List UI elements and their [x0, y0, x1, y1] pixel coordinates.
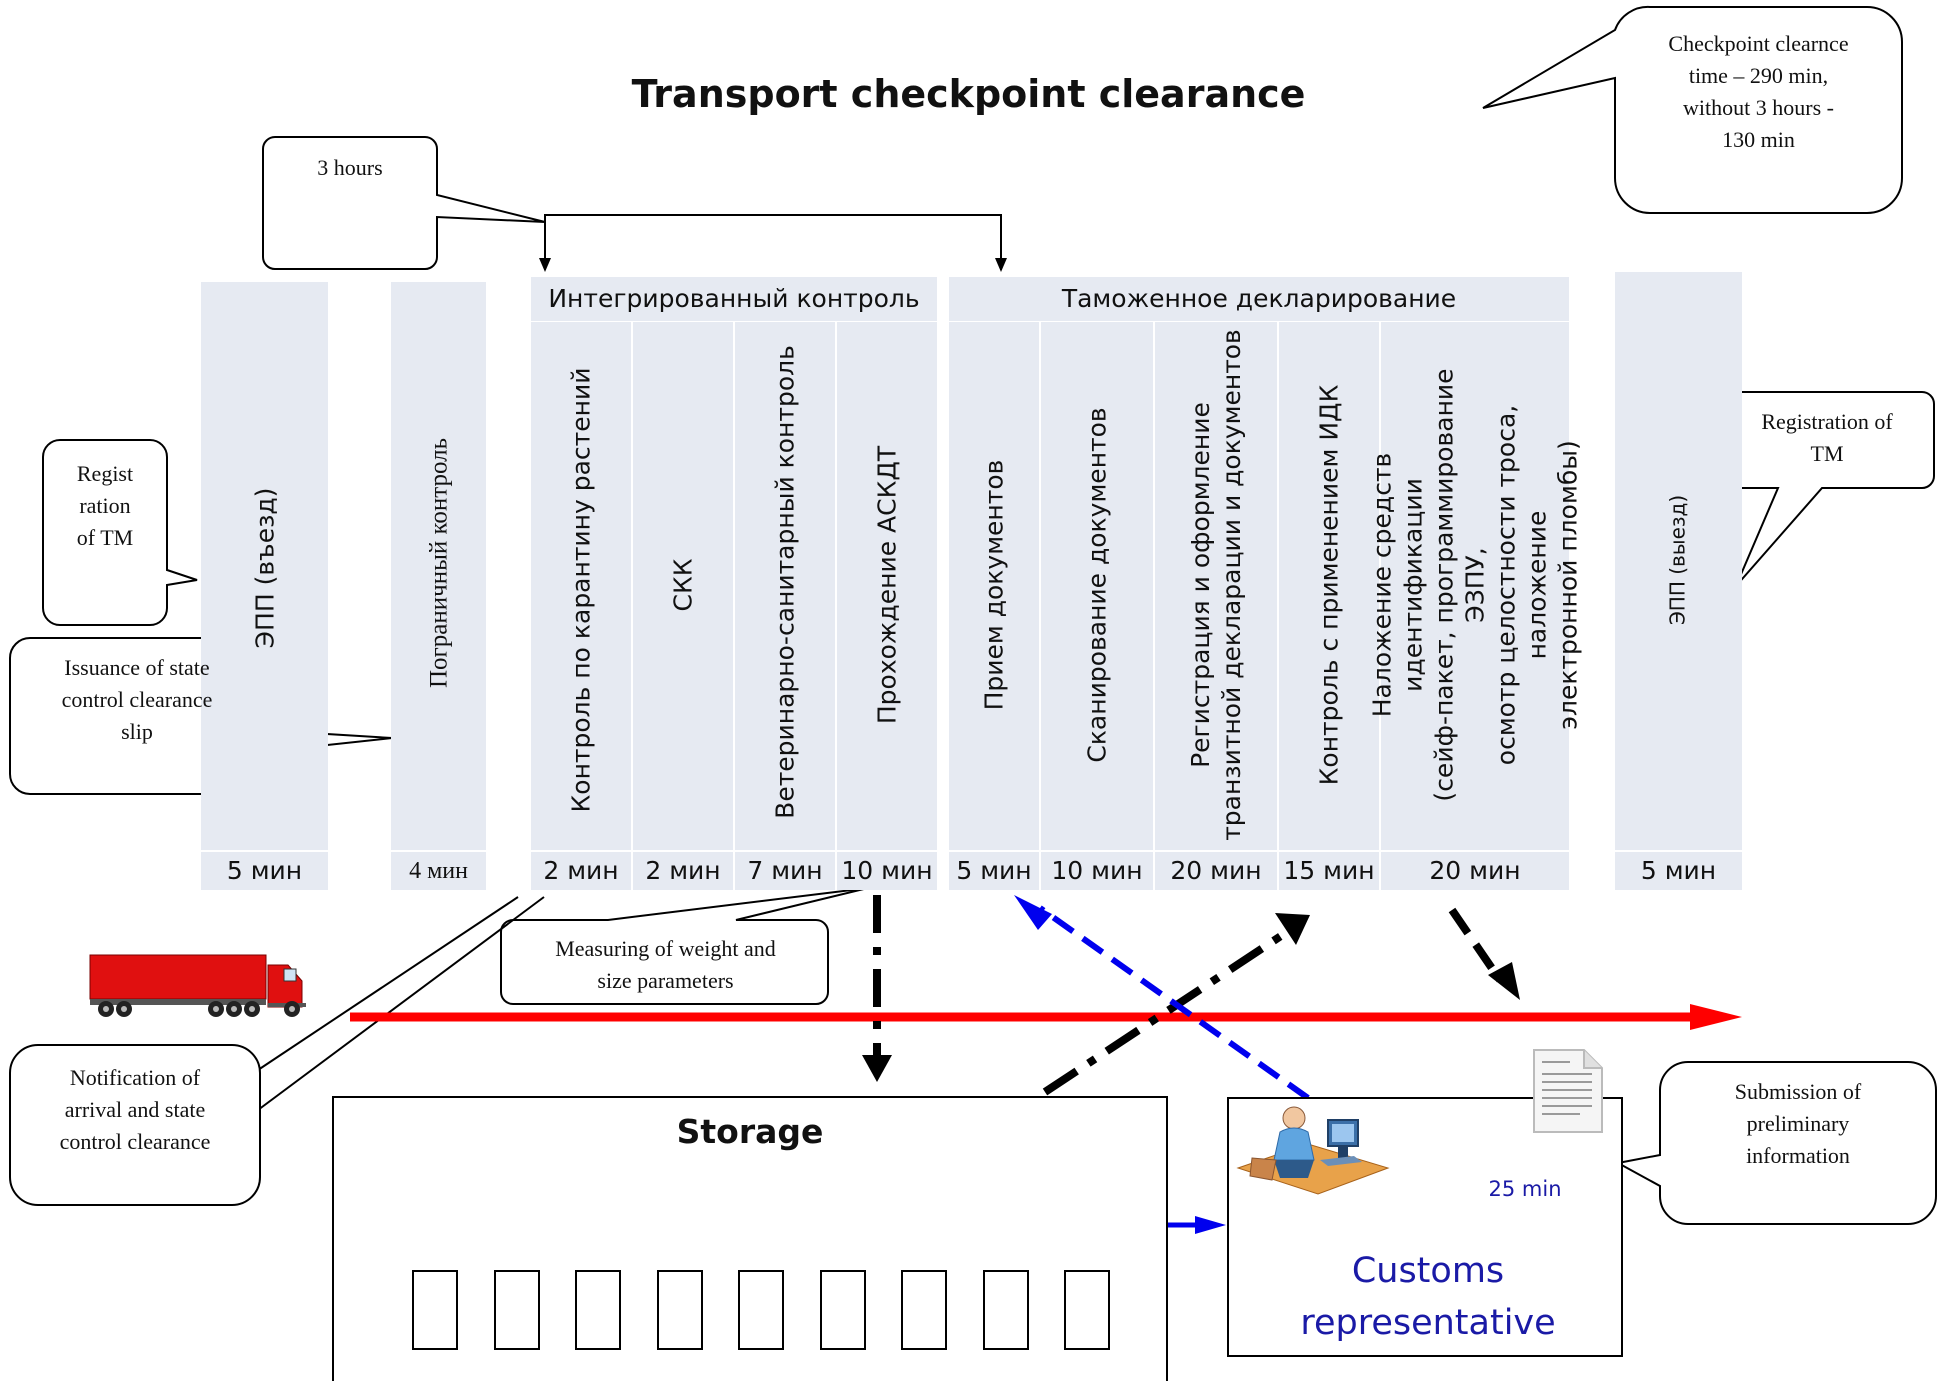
storage-title: Storage: [676, 1112, 824, 1151]
column-label-scanning: Сканирование документов: [1082, 407, 1112, 763]
column-label-askdt: Прохождение АСКДТ: [872, 445, 902, 725]
time-veterinary: 7 мин: [747, 856, 823, 885]
column-bg-documents: [949, 322, 1039, 890]
time-epp-entry: 5 мин: [226, 856, 303, 885]
customs-representative-label: Customs representative: [1300, 1251, 1556, 1343]
column-label-registration: Регистрация и оформление транзитной декл…: [1186, 329, 1246, 841]
arrow-seals-to-route: [1448, 907, 1520, 1000]
callout-three-hours: 3 hours: [317, 155, 383, 180]
time-border: 4 мин: [409, 858, 468, 884]
callout-notification: Notification of arrival and state contro…: [59, 1065, 211, 1154]
arrow-storage-to-idk: [1042, 913, 1310, 1096]
storage-slot: [412, 1270, 458, 1350]
route-arrow: [350, 1004, 1742, 1030]
column-bg-veterinary: [735, 322, 835, 890]
time-idk: 15 мин: [1283, 856, 1375, 885]
column-label-skk: СКК: [668, 558, 698, 612]
column-bg-askdt: [837, 322, 937, 890]
worker-at-computer-icon: [1236, 1106, 1390, 1195]
time-scanning: 10 мин: [1051, 856, 1143, 885]
column-bg-seals: [1381, 322, 1569, 890]
callout-submission-shape: [1615, 1061, 1937, 1225]
time-documents: 5 мин: [956, 856, 1032, 885]
document-icon: [1533, 1049, 1603, 1133]
column-bg-idk: [1279, 322, 1379, 890]
callout-issuance: Issuance of state control clearance slip: [61, 655, 213, 744]
arrow-customs-to-documents: [1014, 895, 1310, 1101]
storage-slot: [493, 1270, 540, 1350]
storage-slot: [901, 1270, 947, 1350]
callout-submission: Submission of preliminary information: [1734, 1079, 1862, 1168]
time-skk: 2 мин: [645, 856, 721, 885]
page-title: Transport checkpoint clearance: [631, 72, 1306, 116]
storage-slot: [656, 1270, 703, 1350]
column-label-epp-exit: ЭПП (выезд): [1665, 494, 1690, 626]
time-askdt: 10 мин: [841, 856, 933, 885]
column-label-quarantine: Контроль по карантину растений: [566, 367, 596, 813]
callout-registration-left-shape: [42, 439, 198, 626]
time-row-divider: [190, 850, 1750, 852]
arrow-storage-to-customs: [1166, 1216, 1226, 1234]
customs-time: 25 min: [1488, 1177, 1562, 1201]
time-registration: 20 мин: [1170, 856, 1262, 885]
callout-three-hours-shape: [262, 136, 546, 270]
truck-icon: [89, 954, 306, 1017]
time-epp-exit: 5 мин: [1640, 856, 1717, 885]
storage-slot: [738, 1270, 784, 1350]
column-bg-epp-entry: [201, 282, 328, 890]
callout-checkpoint-time-shape: [1482, 5, 1903, 214]
callout-measuring: Measuring of weight and size parameters: [555, 936, 776, 993]
column-label-seals: Наложение средств идентификации (сейф-па…: [1367, 368, 1583, 802]
column-bg-quarantine: [531, 322, 631, 890]
time-quarantine: 2 мин: [543, 856, 619, 885]
header-integrated-control: Интегрированный контроль: [531, 277, 937, 321]
arrow-to-storage: [862, 895, 892, 1082]
storage-slot: [575, 1270, 621, 1350]
column-label-border: Пограничный контроль: [425, 437, 453, 689]
time-seals: 20 мин: [1429, 856, 1521, 885]
storage-slot: [982, 1270, 1029, 1350]
column-bg-scanning: [1041, 322, 1153, 890]
callout-registration-left: Regist ration of TM: [76, 461, 134, 550]
callout-registration-right: Registration of TM: [1761, 409, 1893, 466]
column-label-documents: Прием документов: [979, 459, 1009, 711]
column-label-idk: Контроль с применением ИДК: [1314, 384, 1344, 786]
column-bg-border: [391, 282, 486, 890]
column-label-epp-entry: ЭПП (въезд): [250, 487, 280, 649]
header-customs-declaration: Таможенное декларирование: [949, 277, 1569, 321]
three-hours-bracket: [539, 214, 1007, 272]
storage-slot: [819, 1270, 866, 1350]
column-bg-skk: [633, 322, 733, 890]
storage-slot: [1064, 1270, 1110, 1350]
column-label-veterinary: Ветеринарно-санитарный контроль: [770, 345, 800, 819]
column-bg-epp-exit: [1615, 272, 1742, 890]
callout-checkpoint-time: Checkpoint clearnce time – 290 min, with…: [1668, 31, 1849, 152]
callout-notification-shape: [9, 896, 545, 1206]
column-bg-registration: [1155, 322, 1277, 890]
